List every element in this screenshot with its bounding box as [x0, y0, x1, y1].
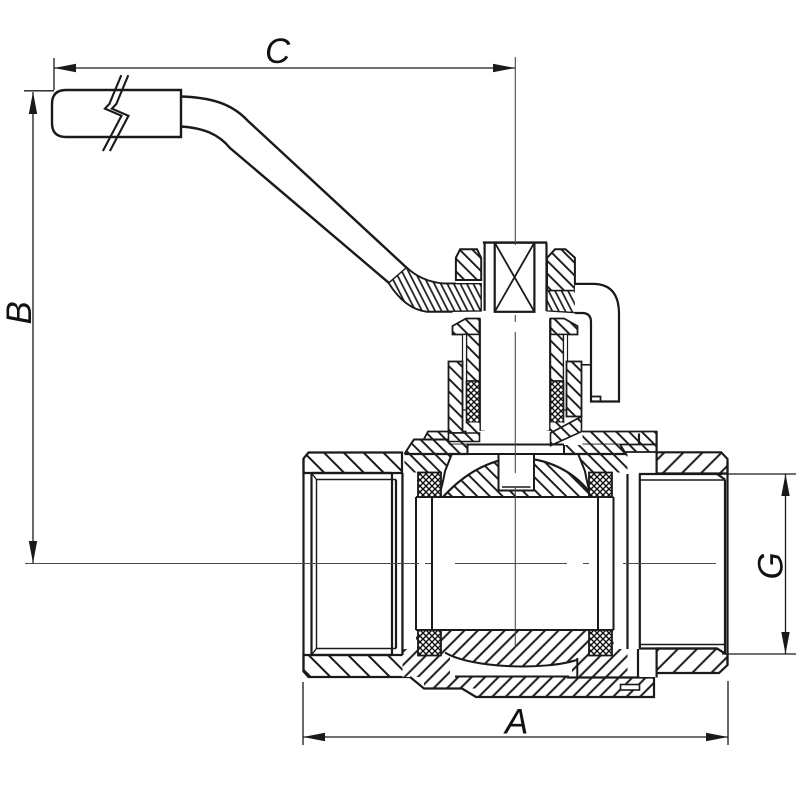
svg-text:G: G	[752, 552, 791, 579]
svg-text:A: A	[503, 703, 528, 742]
svg-text:B: B	[0, 301, 39, 324]
svg-text:C: C	[265, 32, 291, 71]
